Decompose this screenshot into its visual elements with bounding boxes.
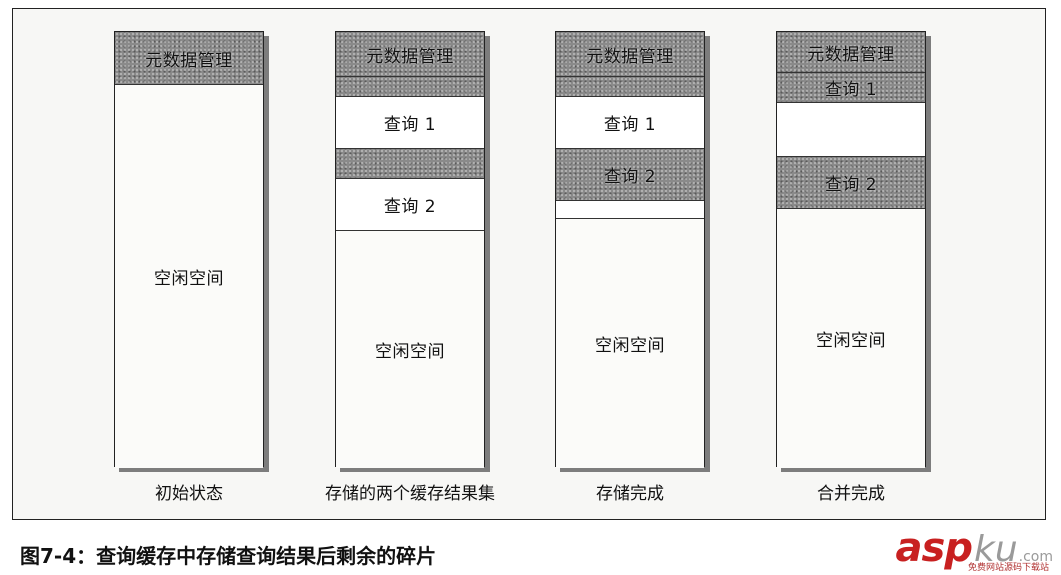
segment-label: 元数据管理 xyxy=(366,46,454,67)
segment-label: 查询 1 xyxy=(383,115,437,135)
watermark-logo: asp ku .com 免费网站源码下载站 xyxy=(895,525,1053,573)
segment-label: 查询 1 xyxy=(603,115,657,135)
segment-label: 查询 2 xyxy=(824,175,878,195)
segment-label: 空闲空间 xyxy=(375,342,445,362)
unused-fragment-segment xyxy=(336,76,484,96)
memory-column-stored: 元数据管理查询 1 查询 2 空闲空间 xyxy=(555,31,705,468)
query-block-segment: 查询 1 xyxy=(336,96,484,148)
query-block-segment: 查询 1 xyxy=(556,96,704,148)
memory-stack: 元数据管理查询 1 查询 2 空闲空间 xyxy=(555,31,705,468)
memory-stack: 元数据管理空闲空间 xyxy=(114,31,264,468)
unused-fragment-segment xyxy=(556,200,704,218)
segment-label: 元数据管理 xyxy=(586,46,674,67)
caption-stored: 存储完成 xyxy=(596,484,664,504)
caption-two-results: 存储的两个缓存结果集 xyxy=(325,484,495,504)
query-block-segment: 查询 2 xyxy=(777,156,925,208)
figure-title: 图7-4：查询缓存中存储查询结果后剩余的碎片 xyxy=(20,544,437,568)
watermark-asp: asp xyxy=(895,525,973,571)
caption-initial-state: 初始状态 xyxy=(155,484,223,504)
metadata-block-segment: 元数据管理 xyxy=(336,32,484,76)
memory-stack: 元数据管理查询 1 查询 2 空闲空间 xyxy=(776,31,926,468)
segment-label: 查询 1 xyxy=(824,80,878,100)
unused-fragment-segment xyxy=(336,148,484,178)
watermark-com: .com xyxy=(1018,549,1053,565)
free-space-segment: 空闲空间 xyxy=(336,230,484,468)
segment-label: 空闲空间 xyxy=(595,336,665,356)
query-block-segment: 查询 1 xyxy=(777,72,925,102)
segment-label: 查询 2 xyxy=(603,167,657,187)
segment-label: 元数据管理 xyxy=(807,44,895,65)
query-block-segment: 查询 2 xyxy=(556,148,704,200)
segment-label: 空闲空间 xyxy=(154,269,224,289)
free-space-segment: 空闲空间 xyxy=(556,218,704,468)
segment-label: 空闲空间 xyxy=(816,331,886,351)
segment-label: 查询 2 xyxy=(383,197,437,217)
free-space-segment: 空闲空间 xyxy=(777,208,925,468)
free-space-segment: 空闲空间 xyxy=(115,84,263,468)
memory-column-initial: 元数据管理空闲空间 xyxy=(114,31,264,468)
watermark-subtitle: 免费网站源码下载站 xyxy=(967,563,1049,573)
memory-column-two-results: 元数据管理查询 1 查询 2 空闲空间 xyxy=(335,31,485,468)
memory-column-merged: 元数据管理查询 1 查询 2 空闲空间 xyxy=(776,31,926,468)
metadata-block-segment: 元数据管理 xyxy=(556,32,704,76)
figure-frame: 元数据管理空闲空间 元数据管理查询 1 查询 2 空闲空间 元数据管理查询 1 查询 … xyxy=(12,8,1046,520)
query-block-segment: 查询 2 xyxy=(336,178,484,230)
segment-label: 元数据管理 xyxy=(145,50,233,71)
metadata-block-segment: 元数据管理 xyxy=(115,32,263,84)
memory-stack: 元数据管理查询 1 查询 2 空闲空间 xyxy=(335,31,485,468)
metadata-block-segment: 元数据管理 xyxy=(777,32,925,72)
unused-fragment-segment xyxy=(556,76,704,96)
watermark-ku: ku xyxy=(973,529,1018,570)
unused-fragment-segment xyxy=(777,102,925,156)
caption-merged: 合并完成 xyxy=(817,484,885,504)
